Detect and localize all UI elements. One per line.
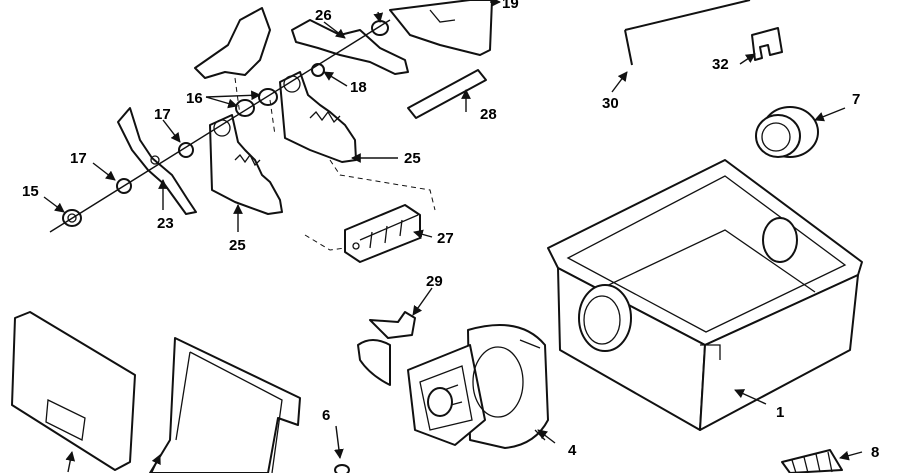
callout-labels: 15 17 17 23 16 18 26 19 28 25 25 27 29 3… <box>22 0 879 461</box>
callout-7: 7 <box>852 91 860 108</box>
part-17-washer-upper <box>178 142 194 158</box>
part-32-clip <box>751 27 783 61</box>
callout-27: 27 <box>437 230 454 247</box>
callout-28: 28 <box>480 106 497 123</box>
part-1-ice-bin <box>547 159 863 431</box>
leader-lines <box>43 0 863 473</box>
callout-19: 19 <box>502 0 519 12</box>
callout-8: 8 <box>871 444 879 461</box>
part-28-rod <box>407 69 487 119</box>
part-23-lever <box>117 107 197 215</box>
callout-17-upper: 17 <box>154 106 171 123</box>
part-8-grille <box>781 449 843 473</box>
callout-1: 1 <box>776 404 784 421</box>
part-26-plate <box>291 19 409 75</box>
callout-18: 18 <box>350 79 367 96</box>
part-door-panel <box>11 311 136 471</box>
callout-4: 4 <box>568 442 577 459</box>
callout-6: 6 <box>322 407 330 424</box>
part-19-housing-plate <box>389 0 493 56</box>
callout-32: 32 <box>712 56 729 73</box>
callout-17-lower: 17 <box>70 150 87 167</box>
part-25-upper-bracket <box>279 71 357 163</box>
part-7-grommet <box>755 106 819 158</box>
part-25-lower-bracket <box>209 114 283 215</box>
callout-29: 29 <box>426 273 443 290</box>
part-frame <box>149 337 301 473</box>
callout-23: 23 <box>157 215 174 232</box>
part-6-screw <box>334 464 350 473</box>
part-4-auger-motor <box>407 324 549 449</box>
fasteners <box>62 20 389 473</box>
callout-25-upper: 25 <box>404 150 421 167</box>
part-18-washer <box>311 63 325 77</box>
callout-15: 15 <box>22 183 39 200</box>
part-left-upper-bracket <box>194 7 271 79</box>
callout-26: 26 <box>315 7 332 24</box>
callout-16: 16 <box>186 90 203 107</box>
callout-25-lower: 25 <box>229 237 246 254</box>
part-30-wire-rod <box>624 0 751 66</box>
part-27-block <box>344 204 421 263</box>
part-29-bracket <box>357 311 416 386</box>
callout-30: 30 <box>602 95 619 112</box>
